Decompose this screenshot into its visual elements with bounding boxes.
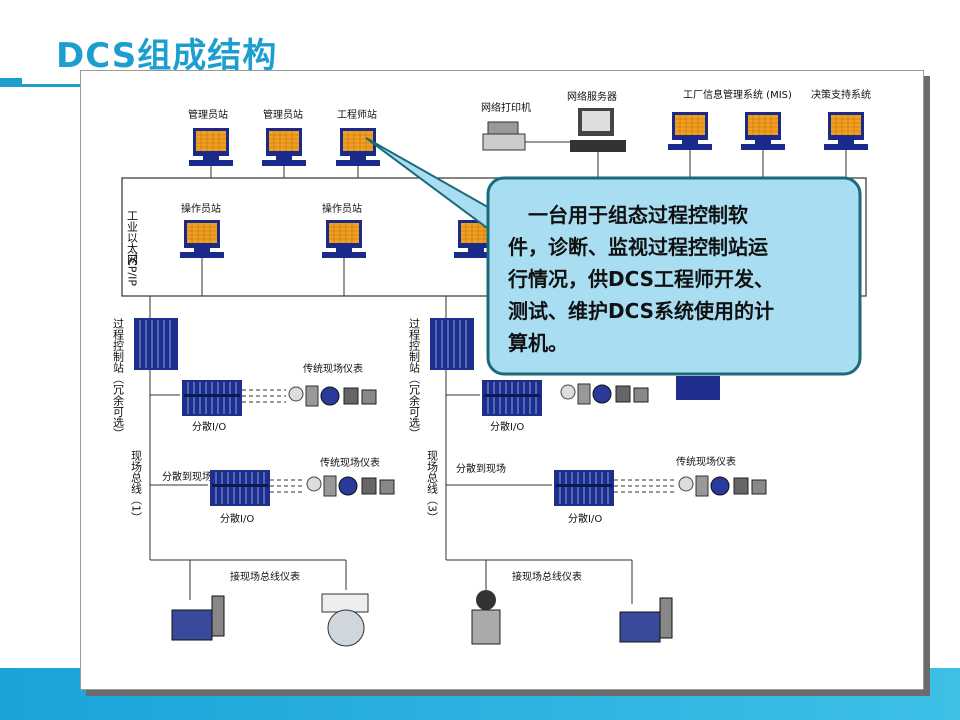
admin-station-2: 管理员站: [261, 108, 307, 167]
fieldbus-flowmeter-right: [471, 590, 501, 645]
pcs-right-rack: [430, 318, 474, 370]
network-server-label: 网络服务器: [567, 90, 617, 103]
pcs-right-label: 过程控制站（冗余可选）: [408, 318, 421, 439]
callout-line-1: 一台用于组态过程控制软: [508, 203, 748, 227]
ethernet-label: 工业以太网: [126, 210, 139, 266]
fieldbus-instr-2-label: 接现场总线仪表: [512, 570, 582, 583]
pcs-left-label: 过程控制站（冗余可选）: [112, 318, 125, 439]
operator-station-2-label: 操作员站: [322, 202, 362, 215]
pcs-left-rack: [134, 318, 178, 370]
decision-support-station: 决策支持系统: [811, 88, 871, 151]
operator-links: [201, 258, 345, 296]
admin-station-1-label: 管理员站: [188, 108, 228, 121]
engineer-station-callout: 一台用于组态过程控制软 件，诊断、监视过程控制站运 行情况，供DCS工程师开发、…: [365, 137, 862, 376]
traditional-instr-3-label: 传统现场仪表: [676, 455, 736, 468]
title-underline: [0, 84, 90, 87]
fieldbus-valve-left: [171, 595, 225, 641]
fieldbus-left-label: 现场总线（1）: [130, 450, 143, 523]
fieldbus-right-label: 现场总线（3）: [426, 450, 439, 523]
operator-station-1: 操作员站: [179, 202, 225, 259]
fieldbus-actuator-left: [321, 593, 369, 647]
operator-station-1-label: 操作员站: [181, 202, 221, 215]
callout-line-3: 行情况，供DCS工程师开发、: [507, 267, 774, 291]
distributed-io-2-label: 分散I/O: [220, 512, 254, 525]
admin-station-1: 管理员站: [188, 108, 234, 167]
admin-station-2-label: 管理员站: [263, 108, 303, 121]
traditional-instr-group-4: [678, 475, 767, 497]
traditional-instr-2-label: 传统现场仪表: [320, 456, 380, 469]
top-links: [210, 141, 847, 178]
tcpip-label: TCP/IP: [126, 251, 139, 286]
distributed-io-4-label: 分散I/O: [568, 512, 602, 525]
fieldbus-instr-1-label: 接现场总线仪表: [230, 570, 300, 583]
slide-title: DCS组成结构: [56, 36, 278, 76]
dist-to-field-1-label: 分散到现场: [162, 470, 212, 483]
distributed-io-3-label: 分散I/O: [490, 420, 524, 433]
mis-stations: 工厂信息管理系统 (MIS): [667, 88, 792, 151]
traditional-instr-group-1: [288, 385, 377, 407]
operator-station-2: 操作员站: [321, 202, 367, 259]
title-accent-tick: [0, 78, 22, 86]
dist-io-rack-1: [181, 379, 243, 417]
network-server: 网络服务器: [567, 90, 626, 152]
dist-to-field-2-label: 分散到现场: [456, 462, 506, 475]
traditional-instr-1-label: 传统现场仪表: [303, 362, 363, 375]
network-printer: 网络打印机: [481, 101, 531, 151]
engineer-station-label: 工程师站: [337, 108, 377, 121]
callout-pointer: [365, 137, 502, 232]
callout-line-5: 算机。: [508, 331, 568, 355]
callout-line-2: 件，诊断、监视过程控制站运: [508, 235, 768, 259]
distributed-io-1-label: 分散I/O: [192, 420, 226, 433]
callout-line-4: 测试、维护DCS系统使用的计: [508, 299, 774, 323]
mis-label: 工厂信息管理系统 (MIS): [683, 88, 792, 101]
dist-io-rack-3: [481, 379, 543, 417]
engineer-station: 工程师站: [335, 108, 381, 167]
dist-io-rack-4: [553, 469, 615, 507]
fieldbus-valve-right: [619, 597, 673, 643]
traditional-instr-group-3: [560, 383, 649, 405]
network-printer-label: 网络打印机: [481, 101, 531, 114]
decision-support-label: 决策支持系统: [811, 88, 871, 101]
callout-box: [486, 176, 862, 376]
dist-io-rack-2: [209, 469, 271, 507]
traditional-instr-group-2: [306, 475, 395, 497]
